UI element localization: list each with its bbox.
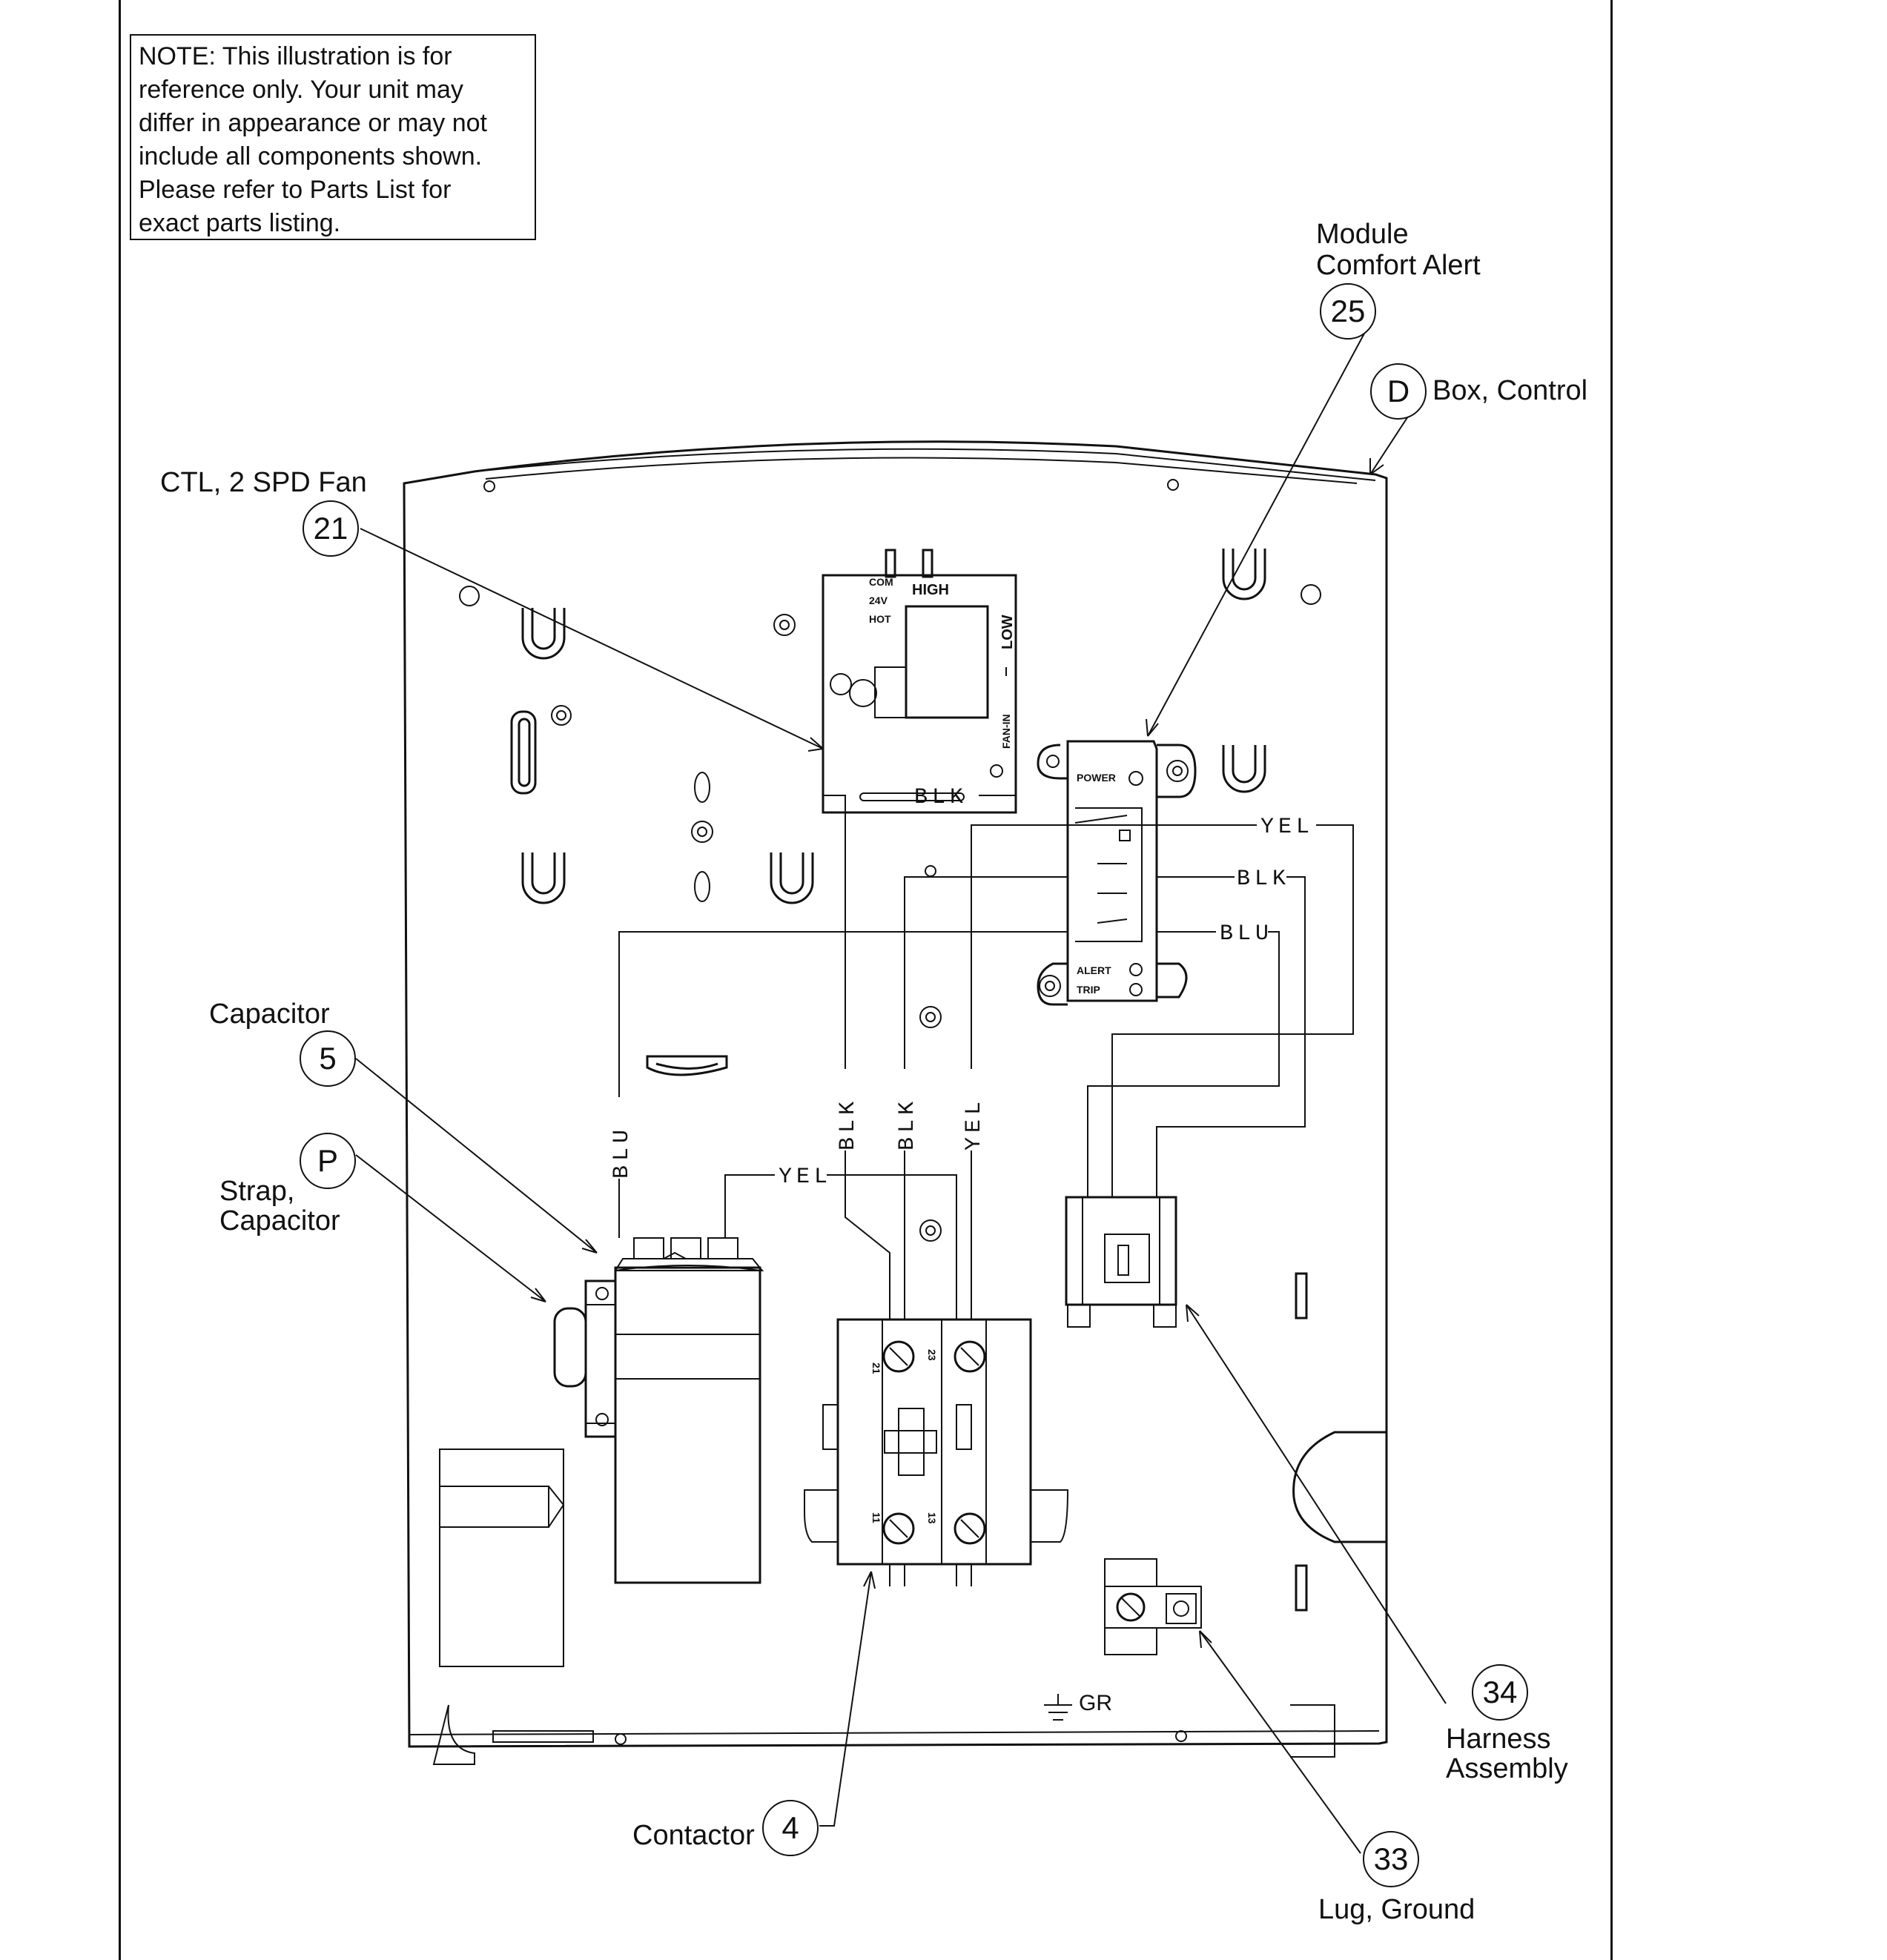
callout-harness-label-line1: Harness <box>1446 1724 1551 1755</box>
callout-contactor-label: Contactor <box>632 1820 755 1851</box>
contactor-terminal-23: 23 <box>926 1349 938 1361</box>
callout-contactor-number: 4 <box>762 1800 819 1856</box>
module-power-label: POWER <box>1077 772 1116 784</box>
ground-mark-label: GR <box>1079 1691 1112 1715</box>
callout-strap-label-line2: Capacitor <box>219 1205 340 1236</box>
note-line: reference only. Your unit may <box>139 76 463 104</box>
callout-module-label-line1: Module <box>1316 219 1409 250</box>
reference-note: NOTE: This illustration is for reference… <box>130 34 536 240</box>
fan-board-24v: 24V <box>869 595 888 606</box>
wire-label-blu-module: BLU <box>1220 921 1273 947</box>
callout-box-label: Box, Control <box>1432 375 1588 406</box>
fan-board-fan-in: FAN-IN <box>1000 714 1012 749</box>
comfort-alert-module <box>1037 740 1197 1006</box>
ground-lug <box>1044 1558 1202 1721</box>
mounting-holes <box>459 479 1321 1745</box>
wire-clips <box>510 549 1308 1612</box>
wire-label-yel-capacitor: YEL <box>779 1165 832 1190</box>
contactor-terminal-11: 11 <box>870 1512 882 1523</box>
capacitor <box>439 1237 764 1667</box>
module-trip-label: TRIP <box>1077 984 1100 996</box>
contactor <box>804 1290 1069 1586</box>
contactor-terminal-13: 13 <box>926 1512 938 1524</box>
fan-control-board <box>822 549 1017 814</box>
wire-label-blk-right: BLK <box>895 1097 920 1150</box>
control-box-panel <box>403 440 1388 1765</box>
callout-box-number: D <box>1370 363 1427 420</box>
callout-ground-lug-label: Lug, Ground <box>1318 1894 1475 1925</box>
wire-label-blk-module: BLK <box>1237 867 1290 892</box>
callout-capacitor-label: Capacitor <box>209 999 330 1030</box>
callout-strap-number: P <box>300 1133 356 1189</box>
wire-label-blk-fan: BLK <box>914 785 968 810</box>
note-line: NOTE: This illustration is for <box>139 42 452 70</box>
note-line: include all components shown. <box>139 142 483 170</box>
wiring <box>618 795 1354 1290</box>
callout-harness-number: 34 <box>1472 1664 1528 1721</box>
callout-module-label-line2: Comfort Alert <box>1316 250 1481 281</box>
callout-fan-control-number: 21 <box>303 500 359 557</box>
callout-fan-control-label: CTL, 2 SPD Fan <box>160 467 367 498</box>
callout-harness-label-line2: Assembly <box>1446 1753 1568 1784</box>
fan-board-com: COM <box>869 576 893 588</box>
wire-label-yel-module: YEL <box>1260 815 1314 840</box>
note-line: Please refer to Parts List for <box>139 176 452 204</box>
callout-module-number: 25 <box>1320 283 1376 340</box>
callout-strap-label-line1: Strap, <box>219 1176 295 1207</box>
drawing-frame <box>119 0 1613 1960</box>
harness-connector <box>1065 1196 1177 1328</box>
wire-label-yel-right: YEL <box>962 1097 987 1150</box>
fan-board-hot: HOT <box>869 613 891 625</box>
fan-board-low: LOW <box>999 615 1016 649</box>
leader-lines <box>355 322 1447 1854</box>
callout-capacitor-number: 5 <box>300 1030 356 1087</box>
note-line: differ in appearance or may not <box>139 109 487 137</box>
callout-ground-lug-number: 33 <box>1363 1831 1419 1887</box>
wire-label-blu-capacitor: BLU <box>609 1125 635 1179</box>
wire-label-blk-left: BLK <box>836 1097 861 1150</box>
contactor-terminal-21: 21 <box>870 1363 882 1374</box>
fan-board-high: HIGH <box>912 582 949 598</box>
note-line: exact parts listing. <box>139 209 341 237</box>
module-alert-label: ALERT <box>1077 964 1111 976</box>
